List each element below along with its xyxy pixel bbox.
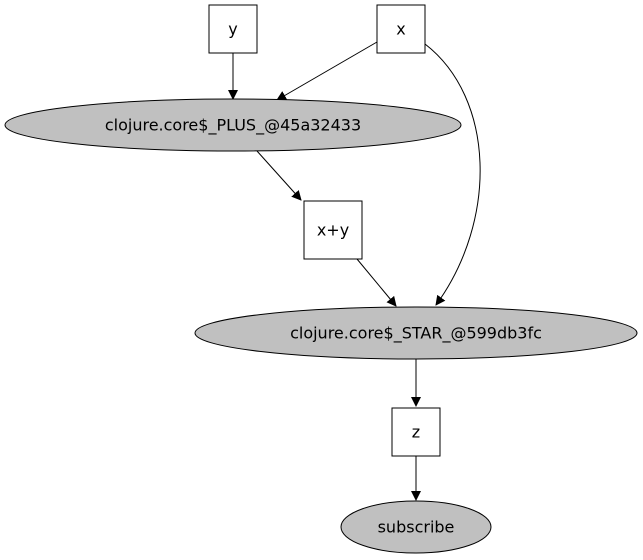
node-star: clojure.core$_STAR_@599db3fc xyxy=(194,306,638,360)
edge-x-to-plus xyxy=(276,41,378,101)
edge-x-to-star xyxy=(424,43,481,306)
node-plus-label: clojure.core$_PLUS_@45a32433 xyxy=(105,116,361,136)
node-z-box xyxy=(391,407,441,457)
node-star-ellipse xyxy=(194,306,638,360)
node-subscribe-label: subscribe xyxy=(378,518,455,537)
node-z: z xyxy=(391,407,441,457)
edges-layer xyxy=(228,41,481,501)
node-x-label: x xyxy=(396,20,405,39)
node-star-label: clojure.core$_STAR_@599db3fc xyxy=(290,324,542,344)
node-subscribe: subscribe xyxy=(340,500,492,554)
node-y: y xyxy=(208,4,258,54)
node-y-label: y xyxy=(228,20,237,39)
node-subscribe-ellipse xyxy=(340,500,492,554)
node-plus-ellipse xyxy=(4,98,462,152)
node-plus: clojure.core$_PLUS_@45a32433 xyxy=(4,98,462,152)
nodes-layer: y x clojure.core$_PLUS_@45a32433 x+y clojure… xyxy=(4,4,638,554)
node-x: x xyxy=(376,4,426,54)
edge-plus-to-xy xyxy=(256,150,302,201)
node-y-box xyxy=(208,4,258,54)
node-xy-box xyxy=(303,200,363,260)
node-x-box xyxy=(376,4,426,54)
node-z-label: z xyxy=(412,423,420,442)
edge-xy-to-star xyxy=(356,258,397,307)
node-xy-label: x+y xyxy=(317,221,349,240)
node-xy: x+y xyxy=(303,200,363,260)
